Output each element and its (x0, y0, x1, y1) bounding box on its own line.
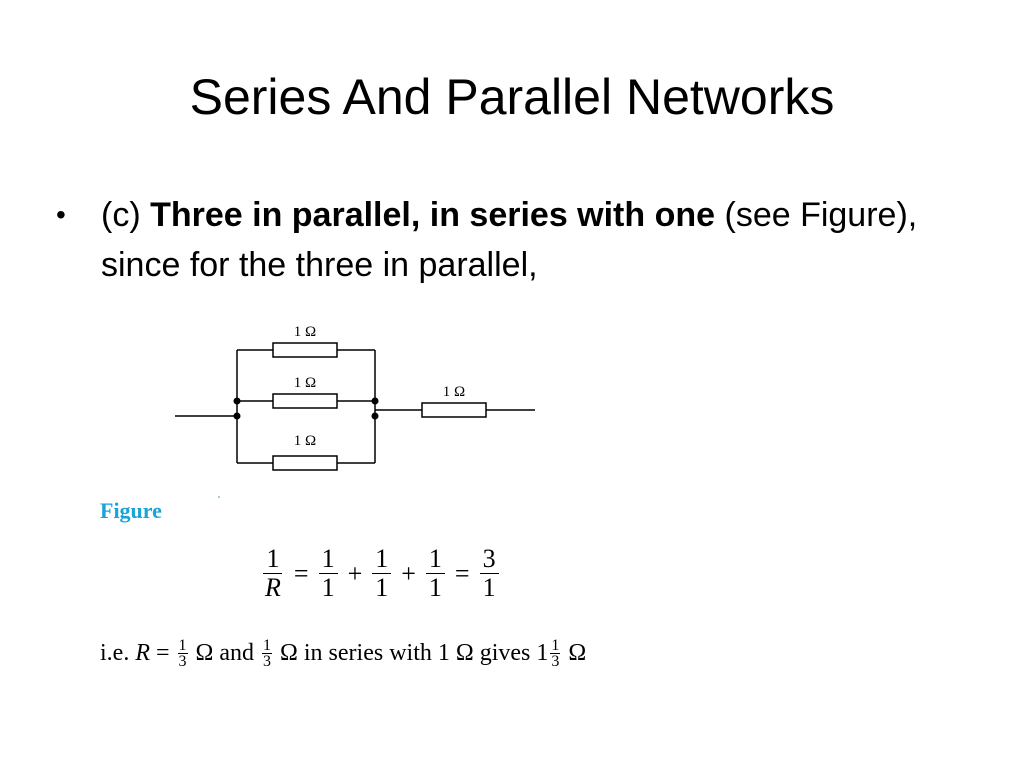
bullet-prefix: (c) (101, 196, 151, 234)
ohm-and-text: Ω and (189, 640, 261, 666)
plus-sign: + (347, 558, 363, 588)
ie-text: i.e. (100, 640, 136, 666)
junction-dot (233, 397, 241, 405)
junction-dot (233, 412, 241, 420)
resistor-middle (272, 393, 338, 409)
resistor-label: 1 Ω (443, 384, 465, 400)
plus-sign: + (401, 558, 416, 588)
figure-caption: Figure (100, 498, 162, 523)
caption-mark (218, 496, 220, 498)
bullet-text: (c) Three in parallel, in series with on… (101, 190, 941, 290)
junction-dot (371, 397, 379, 405)
resistor-label: 1 Ω (294, 375, 316, 391)
resistor-top (272, 342, 338, 358)
resistor-label: 1 Ω (294, 433, 316, 449)
resistor-bottom (272, 455, 338, 471)
equals-text: = (150, 640, 176, 666)
bullet-suffix: (see Figure), since for the three in par… (101, 196, 918, 284)
equals-sign: = (454, 558, 470, 588)
r-symbol: R (135, 640, 150, 666)
bullet-dot-icon: • (56, 199, 66, 230)
resistor-label: 1 Ω (294, 324, 316, 340)
circuit-diagram: 1 Ω 1 Ω 1 Ω 1 Ω (175, 324, 535, 471)
junction-dot (371, 412, 379, 420)
slide-title: Series And Parallel Networks (189, 69, 835, 125)
series-text: Ω in series with 1 Ω gives 1 (274, 640, 549, 666)
resistor-series (421, 402, 487, 418)
equals-sign: = (293, 558, 309, 588)
bullet-bold-phrase: Three in parallel, in series with one (150, 196, 716, 234)
ohm-end-text: Ω (562, 640, 587, 666)
